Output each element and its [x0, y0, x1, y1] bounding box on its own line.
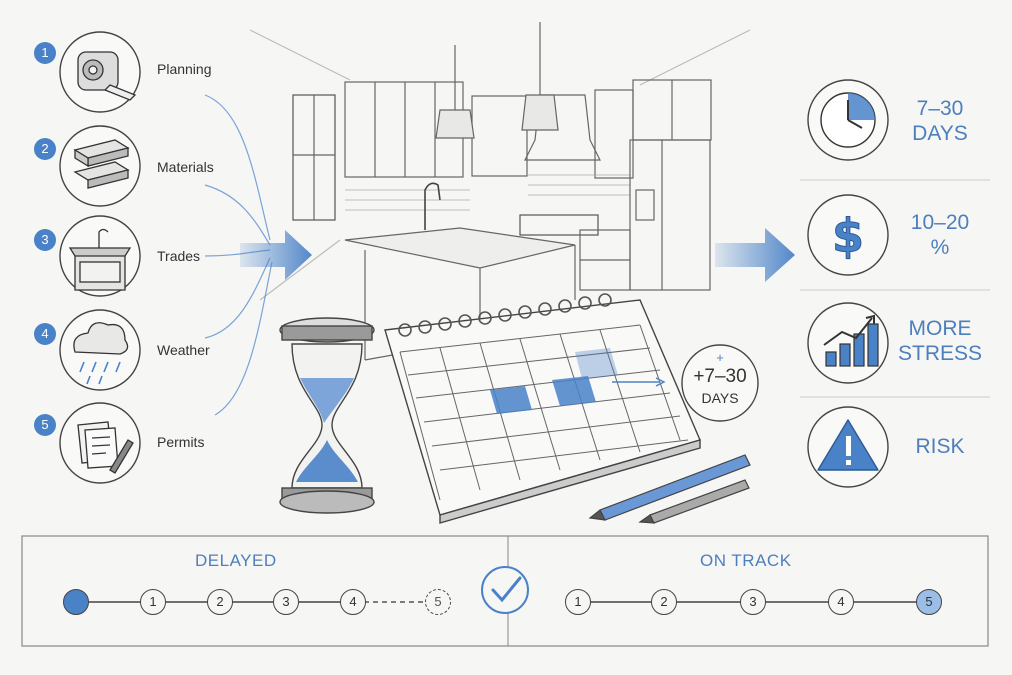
rising-chart-icon	[823, 314, 879, 367]
factor-label-permits: Permits	[157, 434, 205, 450]
factor-label-trades: Trades	[157, 248, 201, 264]
factor-number-badge: 1	[34, 42, 56, 64]
impact-stress-line1: MORE	[908, 317, 972, 340]
timeline-step: 2	[207, 589, 233, 615]
hourglass-illustration	[279, 317, 375, 514]
kitchen-sketch	[249, 22, 751, 361]
factor-number-badge: 2	[34, 138, 56, 160]
delay-badge-circle	[681, 344, 759, 422]
impact-time-value: 7–30	[916, 97, 964, 120]
delay-badge-value: +7–30	[693, 366, 747, 387]
timeline-box	[21, 535, 989, 647]
impact-risk: RISK	[895, 434, 985, 459]
impact-cost-unit: %	[930, 236, 950, 260]
impact-stress-line2: STRESS	[897, 342, 983, 366]
timeline-step-final: 5	[916, 589, 942, 615]
rain-cloud-icon	[73, 322, 129, 385]
factor-number-badge: 3	[34, 229, 56, 251]
factor-number-badge: 5	[34, 414, 56, 436]
timeline-step: 3	[740, 589, 766, 615]
timeline-delayed-title: DELAYED	[195, 551, 277, 570]
output-arrow	[715, 228, 795, 282]
impact-risk-label: RISK	[915, 435, 965, 458]
input-arrow	[240, 230, 312, 280]
timeline-step-start	[63, 589, 89, 615]
timeline-step-pending: 5	[425, 589, 451, 615]
warning-icon	[817, 419, 879, 471]
impact-cost-value: 10–20	[910, 211, 970, 234]
timeline-step: 2	[651, 589, 677, 615]
timeline-step: 4	[340, 589, 366, 615]
documents-icon	[77, 421, 134, 474]
impact-cost: 10–20 %	[895, 210, 985, 260]
clock-icon	[820, 92, 876, 148]
timeline-on-track-title: ON TRACK	[700, 551, 792, 570]
factor-label-planning: Planning	[157, 61, 212, 77]
factor-label-weather: Weather	[157, 342, 210, 358]
tape-measure-icon	[77, 51, 137, 101]
pencils-illustration	[588, 454, 751, 524]
impact-time: 7–30 DAYS	[895, 96, 985, 146]
timeline-step: 3	[273, 589, 299, 615]
timeline-step: 1	[140, 589, 166, 615]
check-icon	[491, 576, 522, 603]
sink-icon	[68, 228, 132, 291]
dollar-icon: $	[832, 209, 864, 263]
delay-badge-plus: +	[716, 350, 724, 365]
calendar-illustration	[384, 293, 701, 524]
impact-stress: MORE STRESS	[895, 316, 985, 366]
timeline-step: 1	[565, 589, 591, 615]
delay-badge-unit: DAYS	[701, 390, 739, 406]
factor-number-badge: 4	[34, 323, 56, 345]
impact-time-unit: DAYS	[912, 122, 968, 146]
check-circle	[481, 566, 529, 614]
factor-label-materials: Materials	[157, 159, 214, 175]
timeline-step: 4	[828, 589, 854, 615]
lumber-icon	[73, 139, 130, 189]
